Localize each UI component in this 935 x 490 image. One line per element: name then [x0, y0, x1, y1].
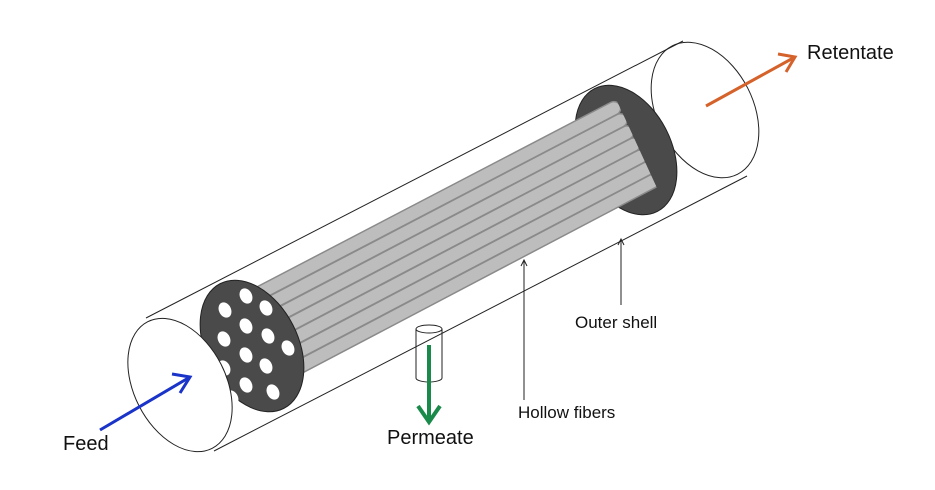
retentate-arrow-icon: [705, 52, 798, 108]
fiber-opening: [239, 347, 253, 363]
fiber-opening: [239, 377, 253, 393]
fiber-opening: [217, 331, 231, 347]
hollow-fiber-fill: [252, 150, 646, 364]
hollow-fiber-fill: [258, 163, 653, 376]
fiber-opening: [239, 318, 253, 334]
permeate-port-top: [415, 324, 443, 334]
outer-shell-bottom-edge: [213, 175, 748, 452]
fiber-opening: [259, 358, 273, 374]
fiber-opening: [266, 384, 280, 400]
outer-shell-top-edge: [145, 40, 684, 319]
hollow-fiber-bundle: [252, 100, 661, 390]
hollow-fibers-label: Hollow fibers: [518, 403, 615, 422]
fiber-opening: [281, 340, 295, 356]
hollow-fiber-fill: [265, 175, 659, 388]
feed-label: Feed: [63, 433, 109, 455]
outer-shell: [145, 40, 760, 452]
outer-shell-label: Outer shell: [575, 313, 657, 332]
fiber-opening: [259, 300, 273, 316]
outer-shell-leader-tick: [617, 237, 625, 246]
hollow-fibers-leader-tick: [520, 258, 528, 267]
fiber-openings: [197, 288, 295, 406]
fiber-opening: [261, 328, 275, 344]
permeate-arrow-icon: [416, 345, 442, 426]
fiber-opening: [239, 288, 253, 304]
fiber-opening: [218, 302, 232, 318]
hollow-fiber-fill: [252, 102, 620, 314]
hollow-fiber-fill: [252, 114, 627, 327]
hollow-fiber-fill: [252, 126, 633, 339]
feed-arrow-icon: [99, 372, 193, 432]
hollow-fiber-fill: [252, 138, 640, 351]
permeate-label: Permeate: [387, 427, 474, 449]
retentate-label: Retentate: [807, 42, 894, 64]
